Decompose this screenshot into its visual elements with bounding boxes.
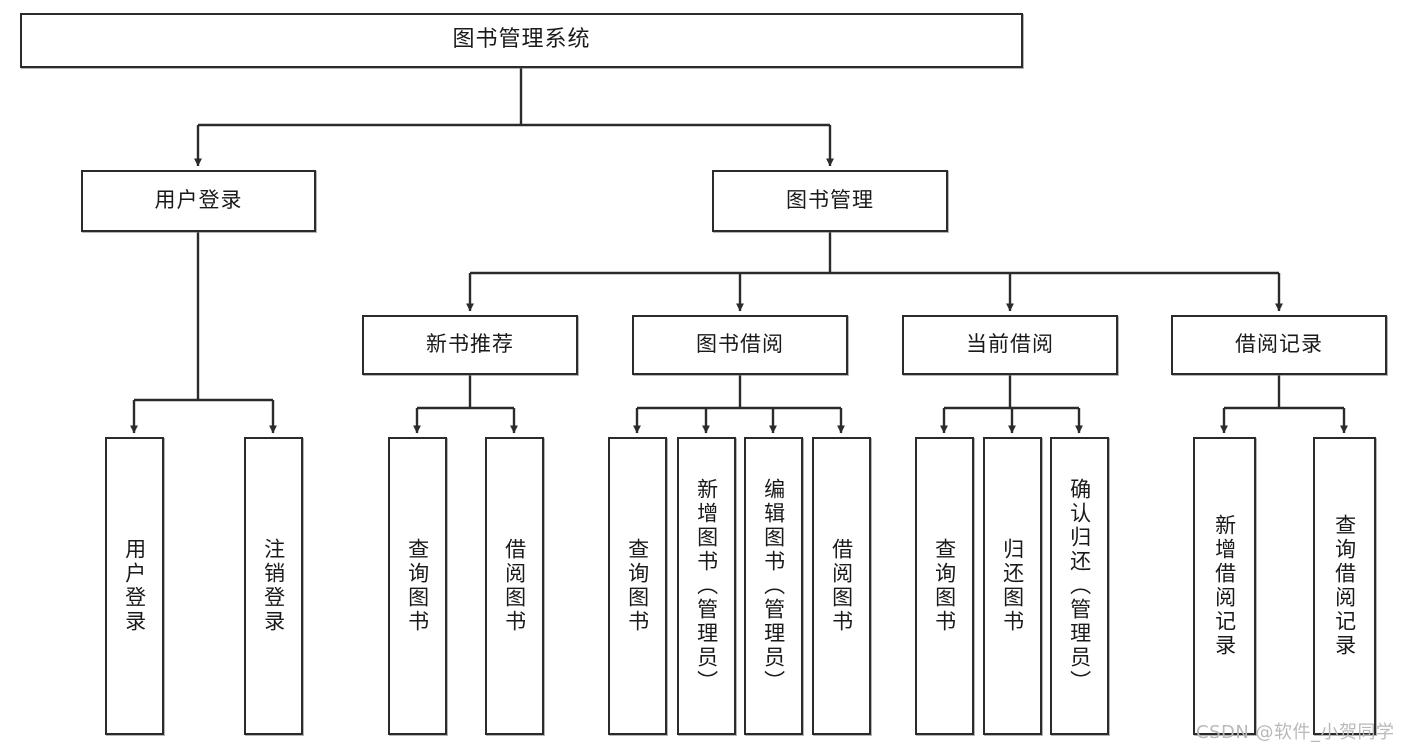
node-root-label: 图书管理系统 (452, 27, 591, 53)
leaf-logout-login-label: 注销登录 (261, 538, 286, 634)
node-current-borrow[interactable]: 当前借阅 (902, 315, 1118, 375)
csdn-watermark: CSDN @软件_小贺同学 (1196, 722, 1395, 743)
node-user-login-label: 用户登录 (154, 188, 243, 213)
node-book-management[interactable]: 图书管理 (712, 170, 948, 232)
node-current-borrow-label: 当前借阅 (966, 332, 1054, 357)
node-book-management-label: 图书管理 (786, 188, 874, 213)
leaf-logout-login[interactable]: 注销登录 (244, 437, 303, 735)
leaf-add-borrow-record-label: 新增借阅记录 (1212, 514, 1237, 658)
leaf-borrow-book[interactable]: 借阅图书 (812, 437, 871, 735)
node-borrow-record[interactable]: 借阅记录 (1171, 315, 1387, 375)
leaf-current-query-book[interactable]: 查询图书 (915, 437, 974, 735)
leaf-edit-book-admin-label: 编辑图书（管理员） (761, 478, 786, 694)
node-user-login[interactable]: 用户登录 (81, 170, 316, 232)
leaf-recommend-query-book[interactable]: 查询图书 (388, 437, 447, 735)
leaf-return-book-label: 归还图书 (1000, 538, 1025, 634)
node-new-book-recommend[interactable]: 新书推荐 (362, 315, 578, 375)
leaf-add-book-admin[interactable]: 新增图书（管理员） (677, 437, 736, 735)
leaf-recommend-borrow-book-label: 借阅图书 (502, 538, 527, 634)
leaf-current-query-book-label: 查询图书 (932, 538, 957, 634)
leaf-query-borrow-record-label: 查询借阅记录 (1332, 514, 1357, 658)
leaf-user-login-label: 用户登录 (122, 538, 147, 634)
leaf-edit-book-admin[interactable]: 编辑图书（管理员） (744, 437, 803, 735)
leaf-user-login[interactable]: 用户登录 (105, 437, 164, 735)
leaf-borrow-query-book-label: 查询图书 (625, 538, 650, 634)
leaf-return-book[interactable]: 归还图书 (983, 437, 1042, 735)
node-root[interactable]: 图书管理系统 (20, 13, 1023, 68)
leaf-query-borrow-record[interactable]: 查询借阅记录 (1313, 437, 1376, 735)
leaf-confirm-return-admin[interactable]: 确认归还（管理员） (1050, 437, 1109, 735)
leaf-add-borrow-record[interactable]: 新增借阅记录 (1193, 437, 1256, 735)
node-new-book-recommend-label: 新书推荐 (426, 332, 514, 357)
node-book-borrow[interactable]: 图书借阅 (632, 315, 848, 375)
leaf-borrow-query-book[interactable]: 查询图书 (608, 437, 667, 735)
leaf-add-book-admin-label: 新增图书（管理员） (694, 478, 719, 694)
node-borrow-record-label: 借阅记录 (1235, 332, 1323, 357)
node-book-borrow-label: 图书借阅 (696, 332, 784, 357)
leaf-recommend-borrow-book[interactable]: 借阅图书 (485, 437, 544, 735)
leaf-recommend-query-book-label: 查询图书 (405, 538, 430, 634)
leaf-borrow-book-label: 借阅图书 (829, 538, 854, 634)
leaf-confirm-return-admin-label: 确认归还（管理员） (1067, 478, 1092, 694)
